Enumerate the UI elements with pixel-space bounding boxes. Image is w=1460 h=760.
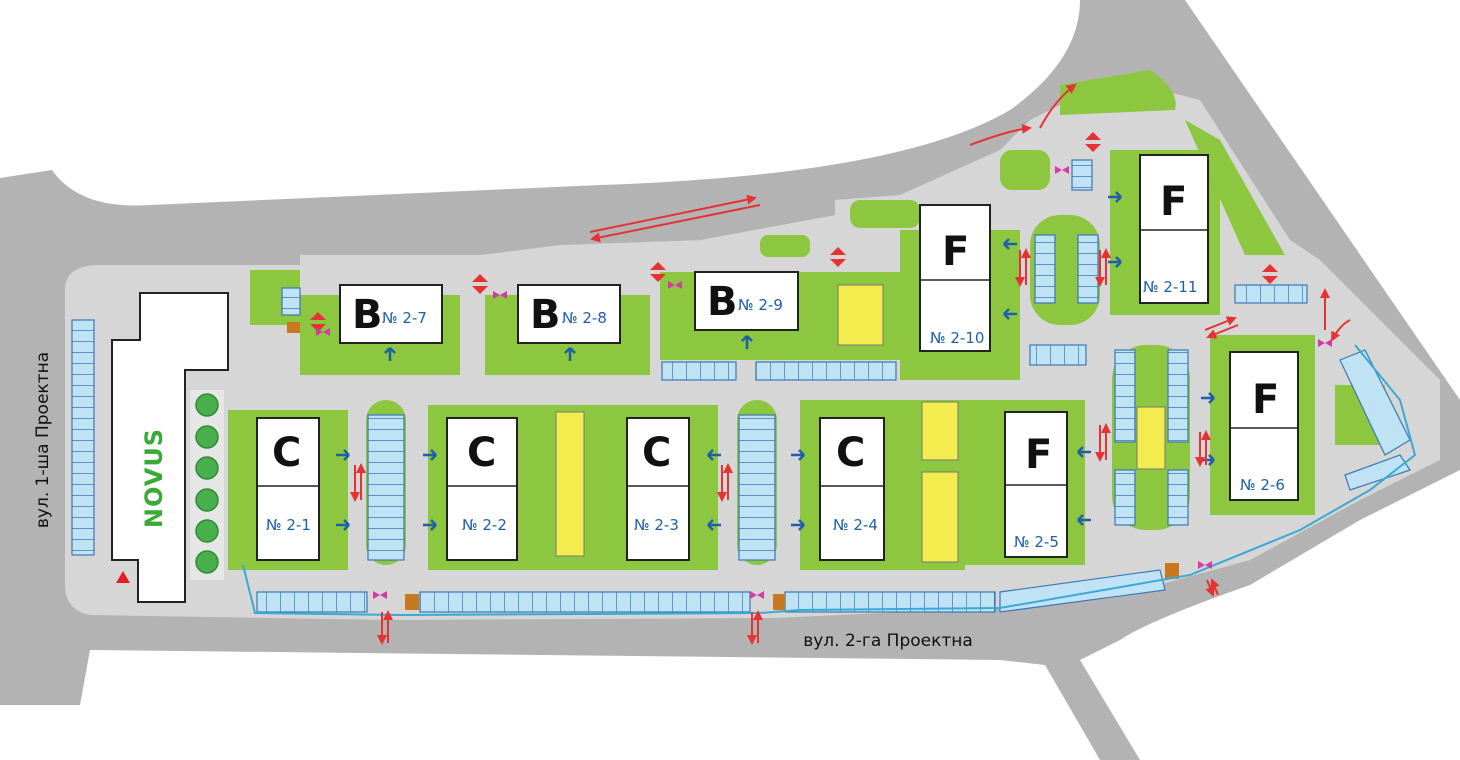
gate-icon <box>668 281 682 289</box>
building-c21[interactable]: C № 2-1 <box>256 417 320 561</box>
building-type-label: F <box>1160 179 1187 225</box>
building-type-label: F <box>942 229 969 275</box>
gate-markers <box>316 166 1332 599</box>
building-c23[interactable]: C № 2-3 <box>626 417 690 561</box>
building-type-label: B <box>530 292 561 338</box>
playgrounds <box>555 284 1166 563</box>
pedestrian-path <box>242 344 1417 617</box>
entrance-arrow-icon <box>1003 308 1017 320</box>
novus-store[interactable]: NOVUS <box>111 292 229 603</box>
tree-icon <box>195 425 219 449</box>
building-number-label: № 2-5 <box>1014 533 1059 551</box>
entrance-arrow-icon <box>1077 446 1091 458</box>
building-b29[interactable]: B № 2-9 <box>694 271 799 331</box>
tree-icon <box>195 519 219 543</box>
gate-icon <box>373 591 387 599</box>
gate-icon <box>493 291 507 299</box>
entrance-arrow-icon <box>1003 238 1017 250</box>
entrance-arrows <box>336 191 1215 531</box>
entrance-arrow-icon <box>707 519 721 531</box>
building-type-label: F <box>1252 377 1279 423</box>
entrance-arrow-icon <box>791 449 805 461</box>
building-number-label: № 2-3 <box>634 516 679 534</box>
entrance-arrow-icon <box>336 519 350 531</box>
entrance-arrow-icon <box>423 449 437 461</box>
kiosk <box>287 322 300 333</box>
entrance-arrow-icon <box>423 519 437 531</box>
entrance-arrow-icon <box>741 335 753 349</box>
street-label-bottom: вул. 2-га Проектна <box>803 631 973 651</box>
building-number-label: № 2-1 <box>266 516 311 534</box>
building-c24[interactable]: C № 2-4 <box>819 417 885 561</box>
building-number-label: № 2-4 <box>833 516 878 534</box>
building-type-label: C <box>642 430 671 476</box>
street-label-left: вул. 1-ша Проектна <box>33 352 53 528</box>
building-f210[interactable]: F № 2-10 <box>919 204 991 352</box>
building-type-label: C <box>836 430 865 476</box>
novus-label: NOVUS <box>140 428 168 528</box>
building-number-label: № 2-9 <box>738 296 783 314</box>
building-number-label: № 2-2 <box>462 516 507 534</box>
tree-icon <box>195 393 219 417</box>
building-type-label: C <box>467 430 496 476</box>
building-number-label: № 2-7 <box>382 309 427 327</box>
kiosk <box>773 594 785 610</box>
building-number-label: № 2-10 <box>930 329 984 347</box>
entrance-arrow-icon <box>1201 392 1215 404</box>
kiosk <box>405 594 419 610</box>
tree-icon <box>195 488 219 512</box>
gate-icon <box>1055 166 1069 174</box>
building-number-label: № 2-11 <box>1143 278 1197 296</box>
entrance-arrow-icon <box>1108 256 1122 268</box>
building-b28[interactable]: B № 2-8 <box>517 284 621 344</box>
building-f26[interactable]: F № 2-6 <box>1229 351 1299 501</box>
gate-icon <box>750 591 764 599</box>
building-f211[interactable]: F № 2-11 <box>1139 154 1209 304</box>
entrance-arrow-icon <box>384 347 396 361</box>
gate-icon <box>316 328 330 336</box>
entrance-arrow-icon <box>1077 514 1091 526</box>
tree-icon <box>195 456 219 480</box>
building-b27[interactable]: B № 2-7 <box>339 284 443 344</box>
triangle-up-icon <box>116 571 130 583</box>
two-way-markers <box>310 132 1278 332</box>
gate-icon <box>1318 339 1332 347</box>
entrance-arrow-icon <box>564 347 576 361</box>
tree-row <box>190 390 224 580</box>
kiosk <box>1165 563 1179 579</box>
building-type-label: B <box>707 279 738 325</box>
building-number-label: № 2-6 <box>1240 476 1285 494</box>
entrance-arrow-icon <box>336 449 350 461</box>
building-type-label: F <box>1025 432 1052 478</box>
building-c22[interactable]: C № 2-2 <box>446 417 518 561</box>
building-f25[interactable]: F № 2-5 <box>1004 411 1068 558</box>
entrance-arrow-icon <box>1108 191 1122 203</box>
building-type-label: C <box>272 430 301 476</box>
building-number-label: № 2-8 <box>562 309 607 327</box>
entrance-arrow-icon <box>707 449 721 461</box>
traffic-arrows <box>350 83 1351 645</box>
parking-left <box>71 319 95 556</box>
building-type-label: B <box>352 292 383 338</box>
novus-building <box>111 292 229 603</box>
entrance-arrow-icon <box>791 519 805 531</box>
gate-icon <box>1198 561 1212 569</box>
tree-icon <box>195 550 219 574</box>
